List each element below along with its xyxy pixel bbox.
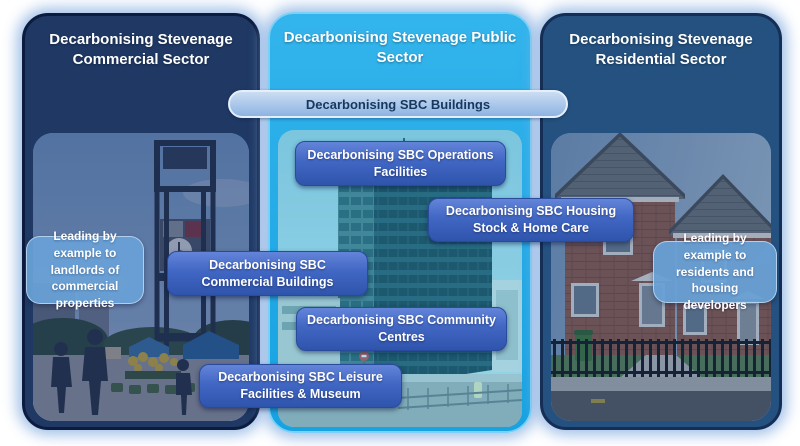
commercial-buildings-button[interactable]: Decarbonising SBC Commercial Buildings [167, 251, 368, 296]
operations-facilities-button[interactable]: Decarbonising SBC Operations Facilities [295, 141, 506, 186]
leisure-facilities-museum-button[interactable]: Decarbonising SBC Leisure Facilities & M… [199, 364, 402, 408]
commercial-buildings-label: Decarbonising SBC Commercial Buildings [201, 257, 334, 289]
community-centres-label: Decarbonising SBC Community Centres [307, 313, 496, 344]
community-centres-button[interactable]: Decarbonising SBC Community Centres [296, 307, 507, 351]
residents-callout-text: Leading by example to residents and hous… [675, 231, 755, 313]
landlords-callout: Leading by example to landlords of comme… [26, 229, 144, 310]
sbc-buildings-banner[interactable]: Decarbonising SBC Buildings [228, 90, 568, 118]
public-sector-title: Decarbonising Stevenage Public Sector [283, 29, 517, 67]
leisure-facilities-museum-label: Decarbonising SBC Leisure Facilities & M… [218, 370, 383, 401]
residential-sector-title: Decarbonising Stevenage Residential Sect… [569, 31, 753, 69]
residents-callout: Leading by example to residents and hous… [653, 231, 777, 312]
sbc-buildings-banner-label: Decarbonising SBC Buildings [305, 96, 491, 112]
housing-stock-home-care-button[interactable]: Decarbonising SBC Housing Stock & Home C… [428, 198, 634, 242]
housing-stock-home-care-label: Decarbonising SBC Housing Stock & Home C… [445, 204, 617, 235]
commercial-sector-title: Decarbonising Stevenage Commercial Secto… [49, 31, 233, 69]
landlords-callout-text: Leading by example to landlords of comme… [50, 229, 120, 311]
operations-facilities-label: Decarbonising SBC Operations Facilities [307, 147, 494, 179]
